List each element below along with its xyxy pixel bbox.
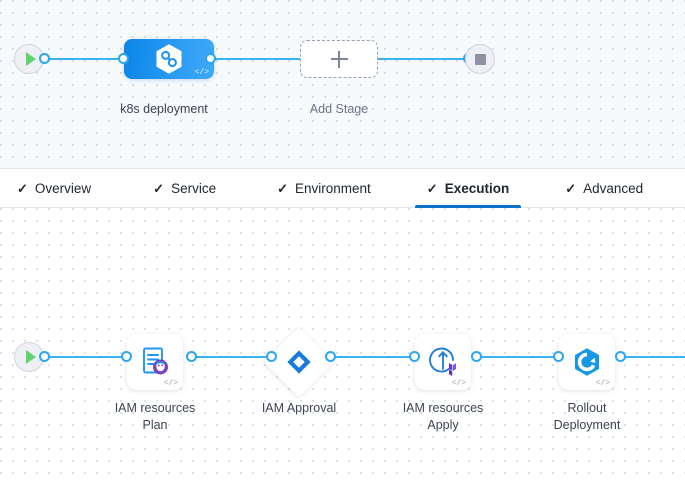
- terraform-plan-icon: [143, 347, 168, 375]
- kubernetes-service-icon: [156, 44, 182, 74]
- step-label-rollout-deployment: Rollout Deployment: [553, 401, 621, 432]
- connector-dot-approval-out[interactable]: [325, 351, 336, 362]
- tab-label: Execution: [444, 180, 510, 196]
- pipeline-end-node[interactable]: [465, 44, 495, 74]
- connector-dot-apply-in[interactable]: [409, 351, 420, 362]
- code-badge-icon: </>: [194, 68, 209, 77]
- step-label-iam-resources-apply: IAM resources Apply: [402, 401, 484, 432]
- add-stage-button[interactable]: [300, 40, 378, 78]
- tab-label: Overview: [34, 180, 92, 196]
- connector-apply-to-rollout: [476, 356, 558, 358]
- connector-dot-rollout-out[interactable]: [615, 351, 626, 362]
- connector-stage-to-addstage: [210, 58, 310, 60]
- step-node-rollout-deployment[interactable]: </>: [559, 334, 615, 390]
- connector-dot-stage-in[interactable]: [118, 53, 129, 64]
- connector-dot-plan-out[interactable]: [186, 351, 197, 362]
- stage-config-tabs: ✓ Overview ✓ Service ✓ Environment ✓ Exe…: [0, 168, 685, 208]
- step-label-iam-approval: IAM Approval: [261, 401, 337, 415]
- play-icon: [25, 350, 36, 364]
- play-icon: [25, 52, 36, 66]
- connector-dot-approval-in[interactable]: [266, 351, 277, 362]
- code-badge-icon: </>: [163, 379, 178, 388]
- plus-icon: [330, 50, 348, 68]
- tab-label: Service: [171, 180, 217, 196]
- connector-dot-plan-in[interactable]: [121, 351, 132, 362]
- stage-label-k8s-deployment: k8s deployment: [120, 102, 208, 116]
- tab-overview[interactable]: ✓ Overview: [0, 169, 108, 207]
- execution-steps-canvas[interactable]: </> IAM resources Plan IAM Approval: [0, 208, 685, 481]
- code-badge-icon: </>: [595, 379, 610, 388]
- connector-dot-rollout-in[interactable]: [553, 351, 564, 362]
- check-icon: ✓: [153, 180, 165, 196]
- connector-dot-stage-out[interactable]: [205, 53, 216, 64]
- step-node-iam-resources-plan[interactable]: </>: [127, 334, 183, 390]
- check-icon: ✓: [426, 180, 438, 196]
- active-tab-indicator: [414, 205, 522, 208]
- step-label-iam-resources-plan: IAM resources Plan: [114, 401, 196, 432]
- check-icon: ✓: [17, 180, 28, 196]
- check-icon: ✓: [565, 180, 577, 196]
- harness-approval-icon-wrap: [286, 349, 312, 375]
- pipeline-stage-canvas[interactable]: </> k8s deployment Add Stage: [0, 0, 685, 168]
- connector-rollout-trailing: [620, 356, 685, 358]
- check-icon: ✓: [277, 180, 288, 196]
- connector-dot-exec-start[interactable]: [39, 351, 50, 362]
- tab-advanced[interactable]: ✓ Advanced: [548, 169, 660, 207]
- harness-approval-icon: [287, 350, 311, 374]
- connector-dot-apply-out[interactable]: [471, 351, 482, 362]
- code-badge-icon: </>: [451, 379, 466, 388]
- tab-environment[interactable]: ✓ Environment: [260, 169, 388, 207]
- connector-approval-to-apply: [330, 356, 412, 358]
- add-stage-label: Add Stage: [309, 102, 369, 116]
- tab-label: Advanced: [583, 180, 644, 196]
- connector-dot-start[interactable]: [39, 53, 50, 64]
- connector-plan-to-approval: [191, 356, 271, 358]
- argo-rollout-icon: [575, 348, 599, 376]
- tab-execution[interactable]: ✓ Execution: [410, 169, 526, 208]
- connector-start-to-stage: [44, 58, 132, 60]
- terraform-apply-icon: [429, 347, 456, 376]
- step-node-iam-resources-apply[interactable]: </>: [415, 334, 471, 390]
- pipeline-start-node[interactable]: [14, 44, 44, 74]
- connector-addstage-to-end: [378, 58, 470, 60]
- connector-start-to-plan: [44, 356, 138, 358]
- tab-label: Environment: [295, 180, 371, 196]
- tab-service[interactable]: ✓ Service: [136, 169, 233, 207]
- stage-node-k8s-deployment[interactable]: </>: [124, 39, 214, 79]
- stop-icon: [474, 53, 486, 65]
